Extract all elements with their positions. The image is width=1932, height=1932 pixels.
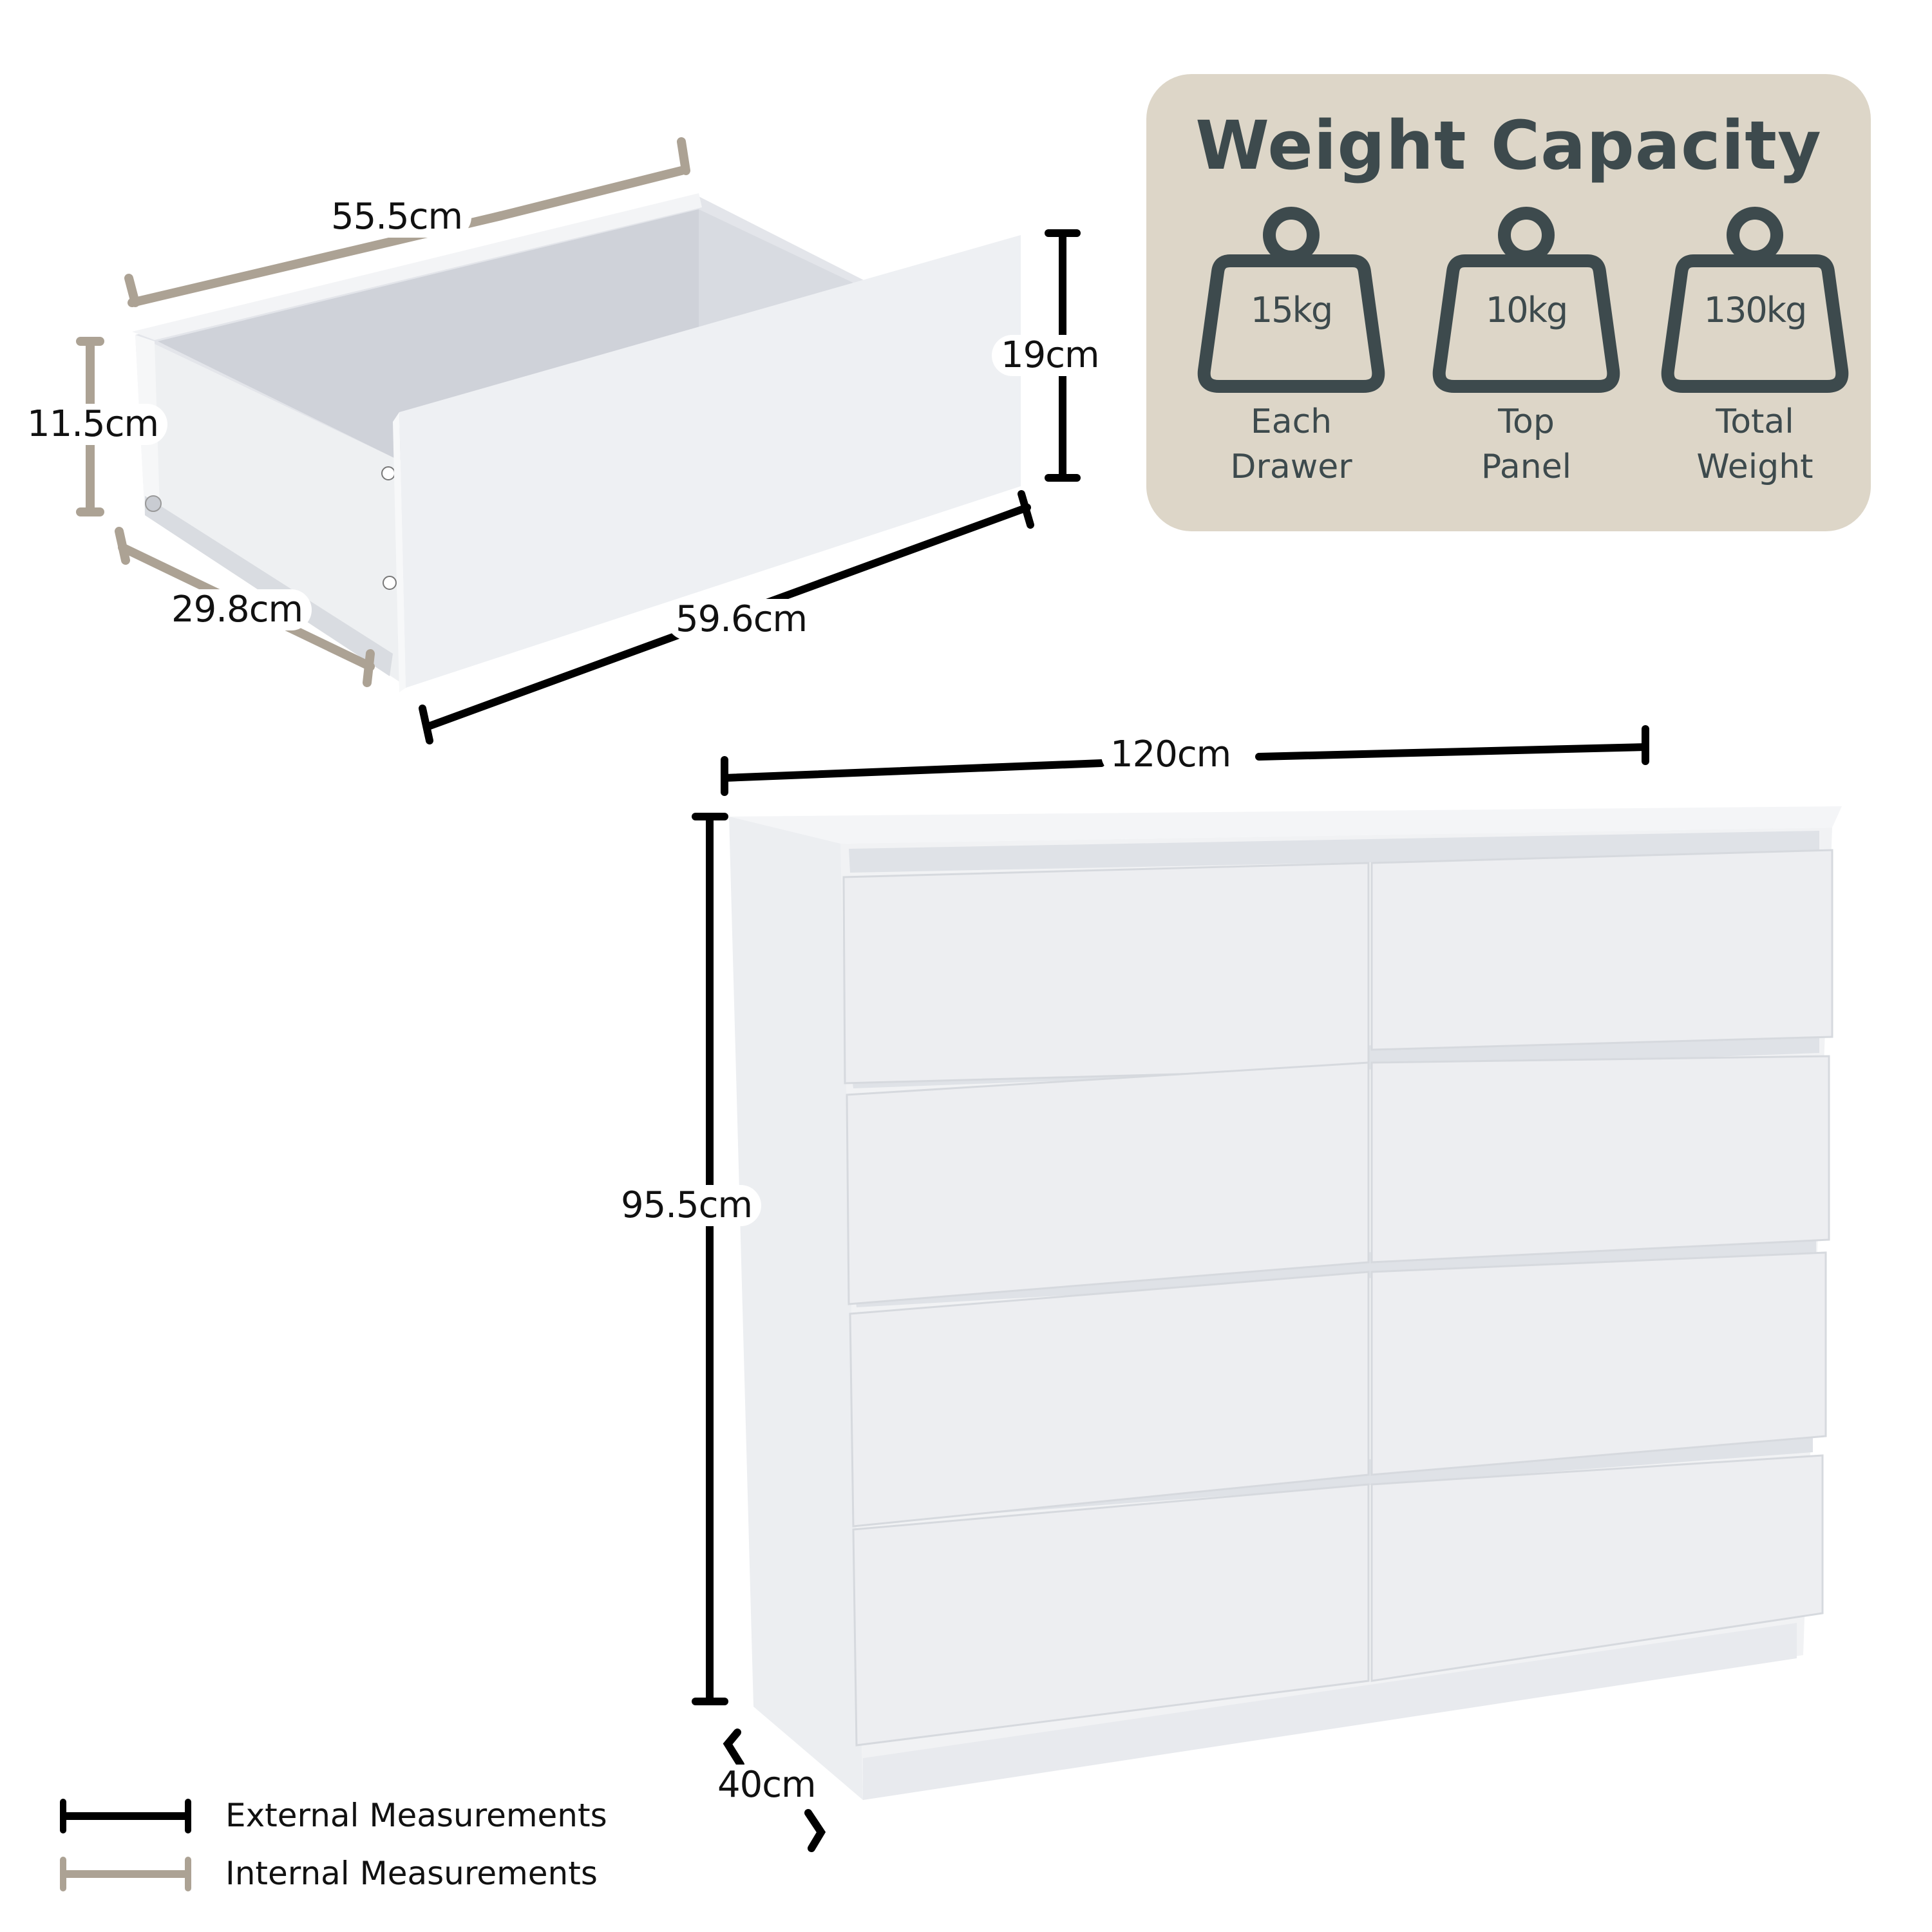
drawer-internal-height-label: 11.5cm <box>18 404 168 445</box>
internal-measurement-icon <box>60 1857 191 1891</box>
weight-value: 15kg <box>1250 290 1333 330</box>
weight-value: 10kg <box>1485 290 1568 330</box>
legend-label: Internal Measurements <box>225 1855 598 1892</box>
drawer-external-width-label: 59.6cm <box>667 599 817 640</box>
caption-line-1: Total <box>1716 402 1794 441</box>
chest-width-label: 120cm <box>1101 734 1240 775</box>
weight-icon <box>1197 207 1385 393</box>
drawer-internal-depth-label: 29.8cm <box>162 589 312 630</box>
weight-item-top-panel: 10kg Top Panel <box>1430 206 1623 486</box>
caption-line-1: Each <box>1250 402 1332 441</box>
weight-caption: Total Weight <box>1633 399 1877 489</box>
weight-icon <box>1661 207 1849 393</box>
caption-line-2: Panel <box>1481 448 1572 486</box>
weight-item-each-drawer: 15kg Each Drawer <box>1195 206 1388 486</box>
drawer-external-height-label: 19cm <box>992 335 1108 376</box>
chest-depth-label: 40cm <box>708 1765 825 1806</box>
weight-item-total-weight: 130kg Total Weight <box>1658 206 1852 486</box>
external-measurement-icon <box>60 1799 191 1833</box>
weight-caption: Top Panel <box>1404 399 1649 489</box>
chest-height-label: 95.5cm <box>612 1185 762 1226</box>
caption-line-2: Weight <box>1696 448 1814 486</box>
weight-icon <box>1432 207 1620 393</box>
weight-capacity-panel: Weight Capacity 15kg Each Drawer 10kg To… <box>1146 74 1871 531</box>
legend-label: External Measurements <box>225 1797 607 1834</box>
caption-line-1: Top <box>1498 402 1555 441</box>
caption-line-2: Drawer <box>1230 448 1352 486</box>
drawer-internal-width-label: 55.5cm <box>322 196 472 238</box>
weight-capacity-title: Weight Capacity <box>1195 106 1822 185</box>
weight-value: 130kg <box>1703 290 1808 330</box>
weight-caption: Each Drawer <box>1169 399 1414 489</box>
